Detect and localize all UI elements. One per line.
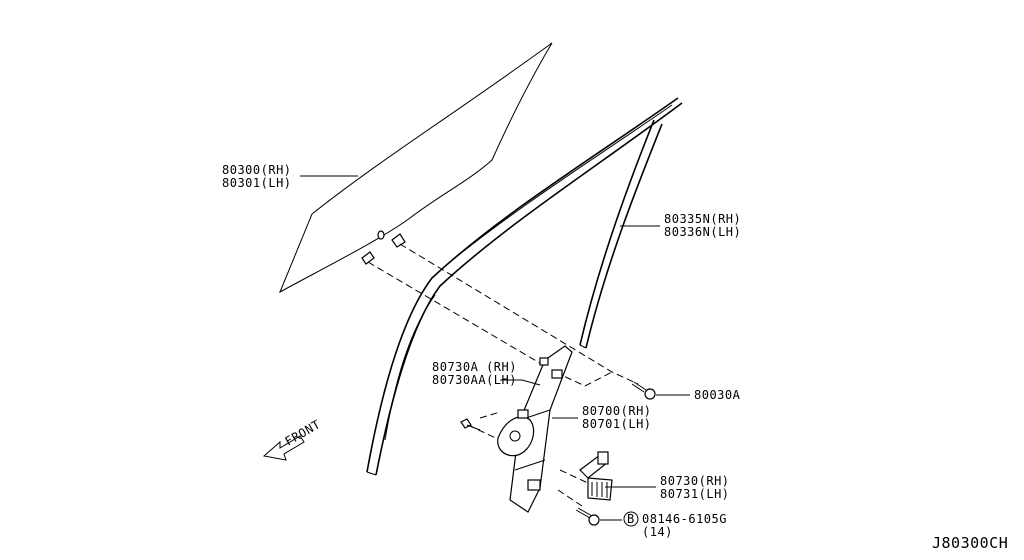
label-glass-lh: 80301(LH) — [222, 176, 292, 190]
label-glass-rh: 80300(RH) — [222, 163, 292, 177]
front-arrow-icon-label: FRONT — [283, 417, 323, 448]
front-sash — [366, 97, 683, 476]
label-bolt-qty: (14) — [642, 525, 673, 539]
rear-sash — [579, 119, 663, 349]
label-screw: 80030A — [694, 388, 741, 402]
label-sash-rh: 80335N(RH) — [664, 212, 741, 226]
front-direction-indicator: FRONT — [262, 417, 323, 461]
label-clip-lh: 80730AA(LH) — [432, 373, 517, 387]
door-glass — [278, 42, 553, 294]
window-regulator — [497, 345, 573, 513]
label-motor-lh: 80731(LH) — [660, 487, 730, 501]
bolt — [575, 507, 600, 526]
part-labels: 80300(RH) 80301(LH) 80335N(RH) 80336N(LH… — [222, 163, 741, 539]
label-motor-rh: 80730(RH) — [660, 474, 730, 488]
bolt-marker: B — [623, 511, 639, 527]
assembly-guides — [367, 243, 639, 507]
label-clip-rh: 80730A (RH) — [432, 360, 517, 374]
svg-text:B: B — [627, 512, 635, 526]
clip-bolt — [460, 418, 481, 431]
screw — [631, 381, 656, 400]
window-motor — [579, 451, 613, 501]
label-bolt-code: 08146-6105G — [642, 512, 727, 526]
diagram-code: J80300CH — [932, 534, 1008, 552]
leader-lines — [300, 175, 690, 521]
label-sash-lh: 80336N(LH) — [664, 225, 741, 239]
label-regulator-lh: 80701(LH) — [582, 417, 652, 431]
label-regulator-rh: 80700(RH) — [582, 404, 652, 418]
